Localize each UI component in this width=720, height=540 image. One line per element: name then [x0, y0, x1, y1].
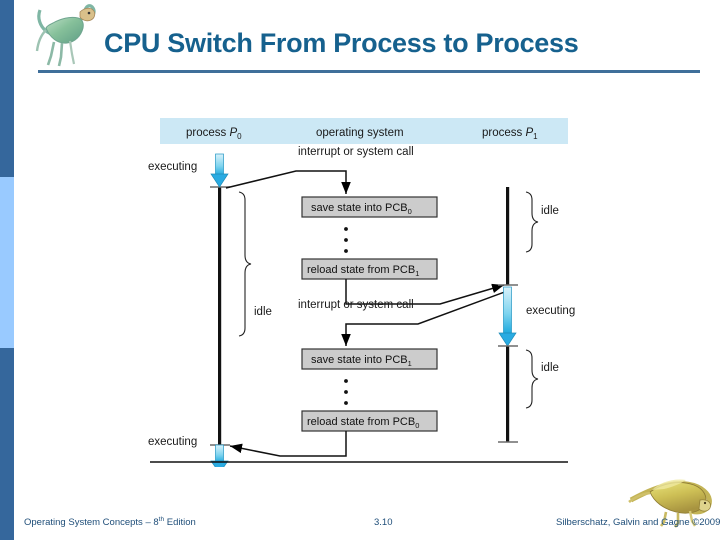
column-label-operating-system: operating system: [316, 127, 404, 139]
p1-timeline-top: [506, 187, 510, 285]
ellipsis-dot: [344, 390, 348, 394]
ellipsis-dot: [344, 238, 348, 242]
diagram-header-bar: [160, 118, 568, 144]
dinosaur-logo-icon: [34, 2, 100, 72]
sidebar-accent-middle: [0, 177, 14, 348]
arrow-os-to-p1: [345, 279, 505, 305]
footer-edition-title: Operating System Concepts: [24, 517, 146, 528]
arrow-p1-to-os: [341, 289, 511, 346]
label-interrupt-bottom: interrupt or system call: [298, 299, 414, 311]
p0-idle-brace: [238, 191, 252, 337]
box-save-state-pcb1-label: save state into PCB1: [311, 354, 412, 368]
cpu-context-switch-diagram: process P0 operating system process P1 e…: [130, 112, 580, 467]
footer-edition-ordinal: th: [158, 515, 165, 523]
box-reload-state-pcb0: [301, 410, 438, 432]
footer-edition-dash: – 8: [145, 517, 159, 528]
label-p0-executing-top: executing: [148, 161, 197, 173]
p1-idle-brace-top: [525, 191, 539, 253]
label-interrupt-top: interrupt or system call: [298, 146, 414, 158]
title-underline-rule: [38, 70, 700, 73]
footer-credit: Silberschatz, Galvin and Gagne ©2009: [556, 517, 720, 528]
label-p1-executing: executing: [526, 305, 575, 317]
footer-page-number: 3.10: [374, 517, 393, 528]
ellipsis-dot: [344, 379, 348, 383]
label-p0-idle: idle: [254, 306, 272, 318]
p1-idle-brace-bottom: [525, 349, 539, 409]
ellipsis-dot: [344, 249, 348, 253]
box-reload-state-pcb1-label: reload state from PCB1: [307, 264, 419, 278]
sidebar-accent-top: [0, 0, 14, 177]
box-reload-state-pcb1: [301, 258, 438, 280]
p0-executing-arrow-top: [210, 153, 229, 188]
dinosaur-logo-corner-icon: [628, 472, 714, 528]
box-save-state-pcb0-label: save state into PCB0: [311, 202, 412, 216]
column-label-process-p0: process P0: [186, 127, 242, 141]
label-p0-executing-bottom: executing: [148, 436, 197, 448]
arrow-p0-to-os: [225, 170, 351, 194]
p1-timeline-bottom: [506, 346, 510, 442]
label-p1-idle-bottom: idle: [541, 362, 559, 374]
ellipsis-dot: [344, 227, 348, 231]
p0-timeline: [218, 187, 222, 445]
box-save-state-pcb0: [301, 196, 438, 218]
arrow-os-to-p0: [229, 431, 347, 457]
footer-edition-suffix: Edition: [164, 517, 196, 528]
p0-executing-arrow-bottom: [210, 444, 229, 467]
box-reload-state-pcb0-label: reload state from PCB0: [307, 416, 419, 430]
label-p1-idle-top: idle: [541, 205, 559, 217]
footer-edition: Operating System Concepts – 8th Edition: [24, 516, 196, 528]
sidebar-accent-bottom: [0, 348, 14, 540]
p1-executing-arrow: [498, 286, 517, 347]
column-label-process-p1: process P1: [482, 127, 538, 141]
ellipsis-dot: [344, 401, 348, 405]
page-title: CPU Switch From Process to Process: [104, 28, 579, 58]
box-save-state-pcb1: [301, 348, 438, 370]
